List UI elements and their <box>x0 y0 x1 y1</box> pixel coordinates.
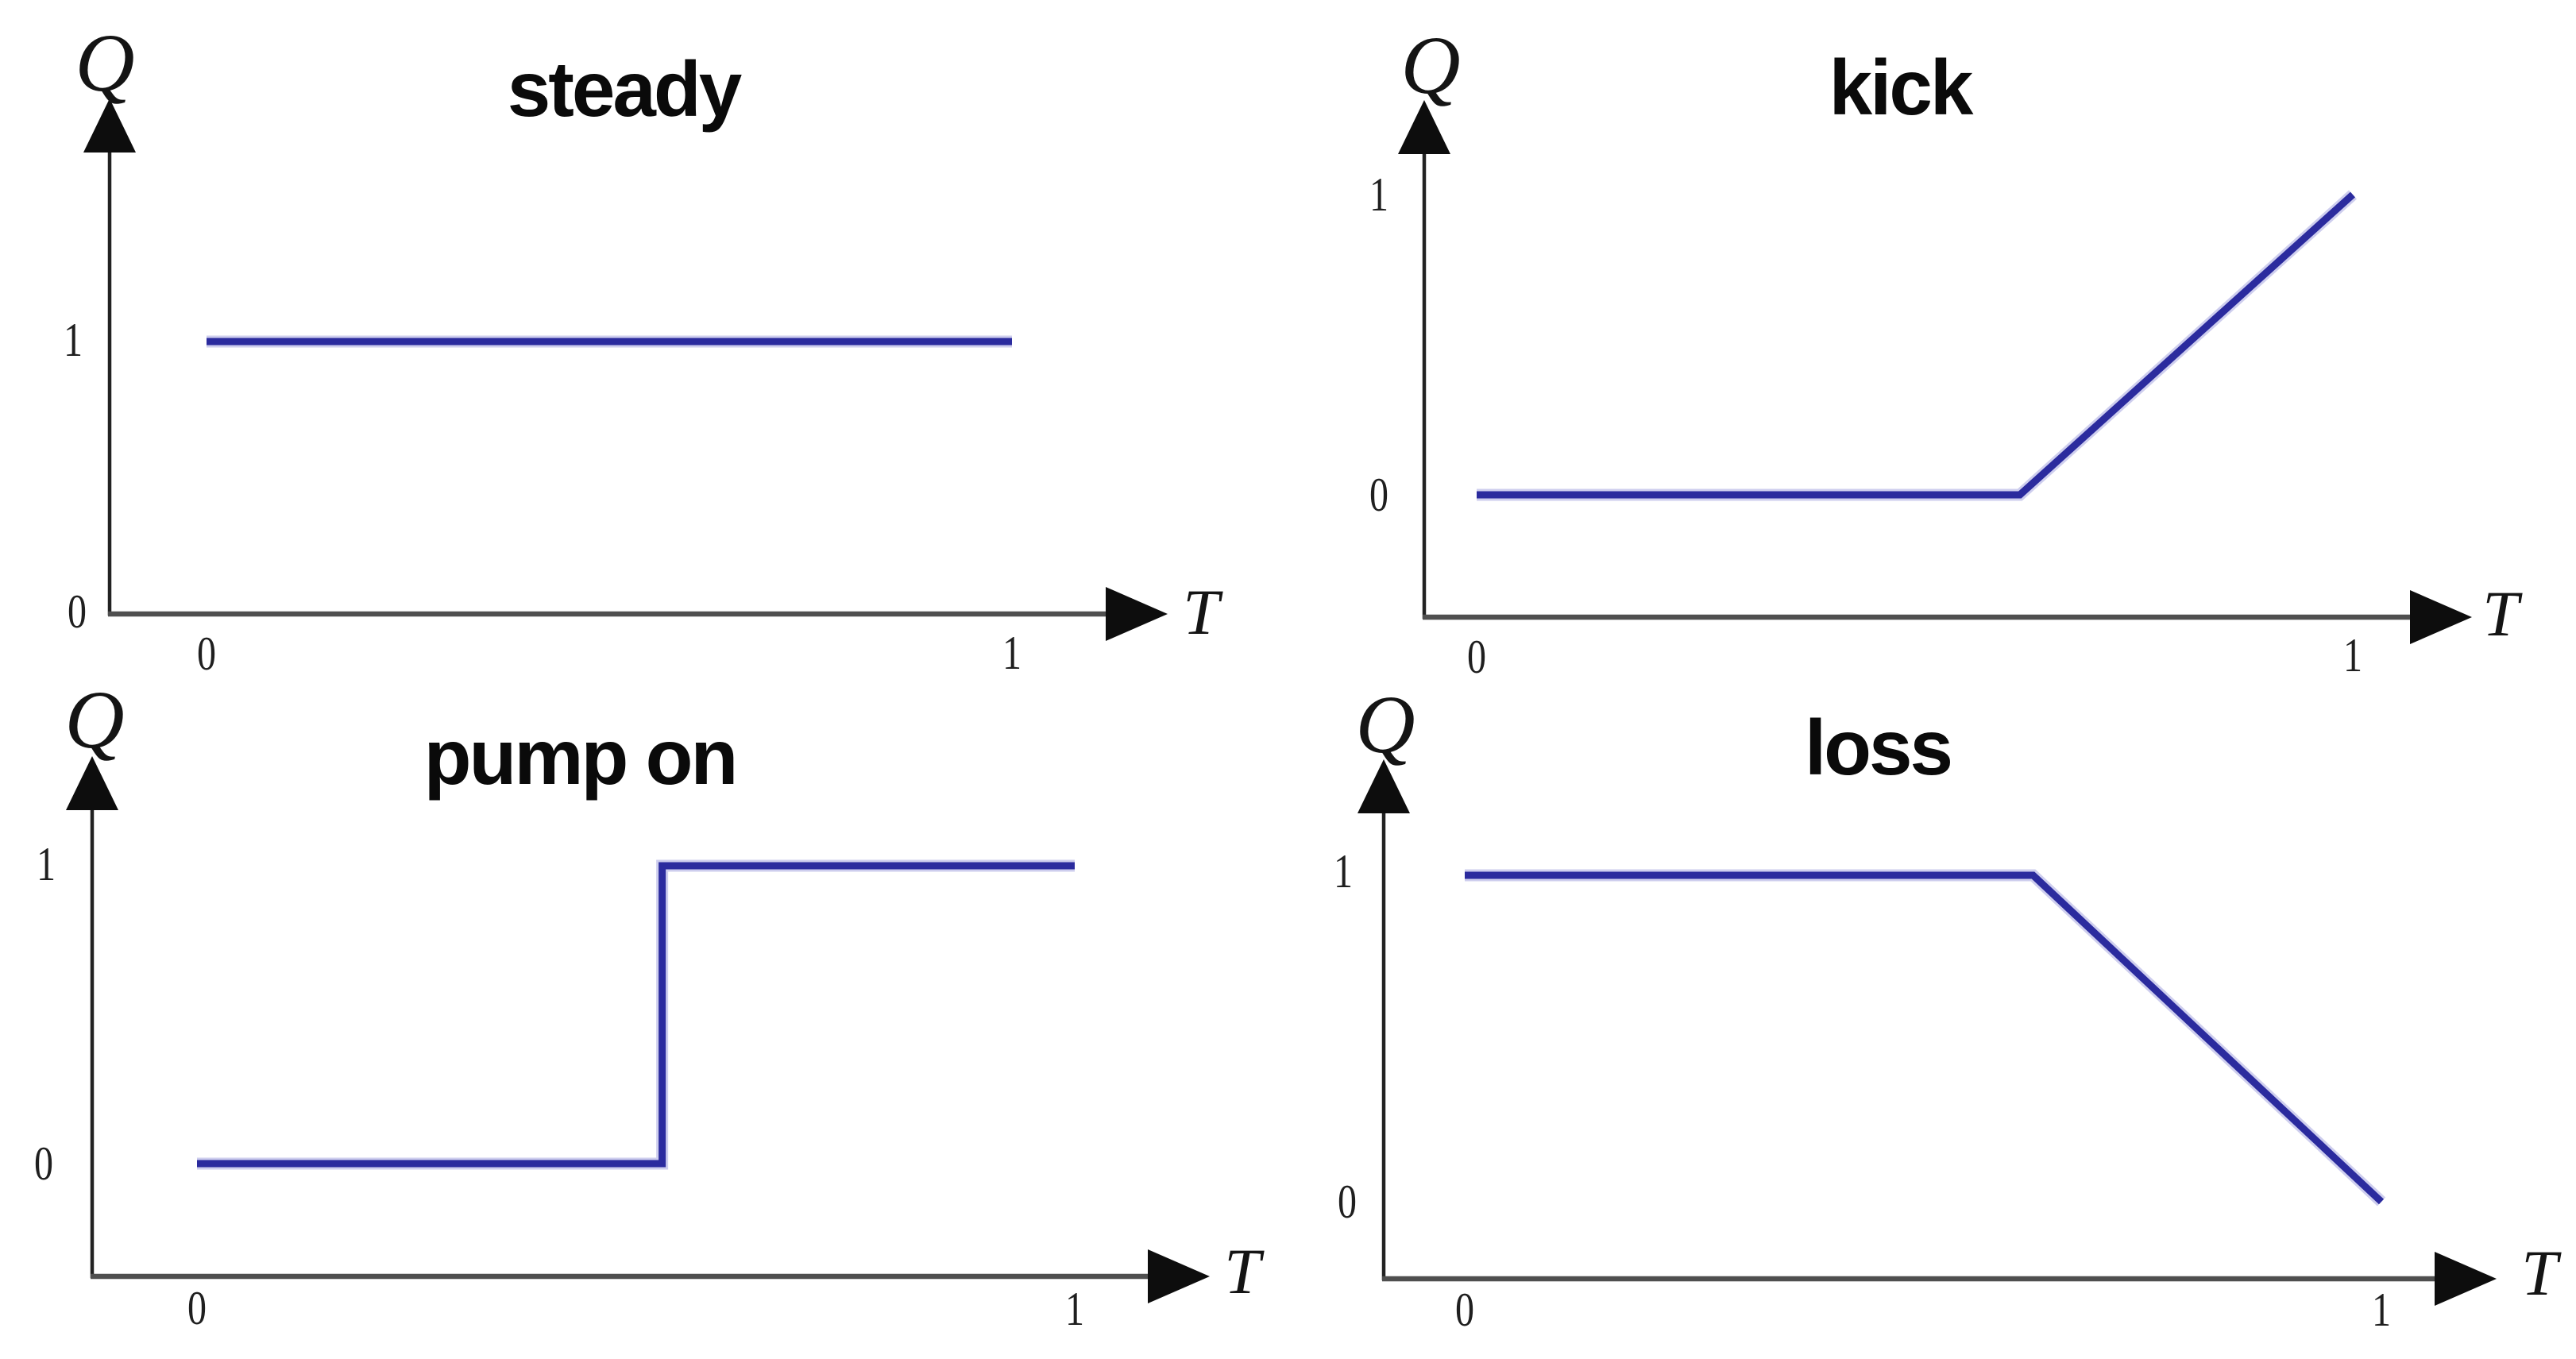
panel-3-x-axis-arrowhead-icon <box>1148 1249 1210 1303</box>
panel-2-title: kick <box>1829 44 1974 131</box>
panel-2-x-axis-label: T <box>2482 577 2519 650</box>
panel-1-y-tick-label-1: 1 <box>64 314 83 366</box>
panel-4-x-axis-arrowhead-icon <box>2435 1252 2497 1306</box>
panel-1-y-axis-label: Q <box>75 17 135 109</box>
panel-3-title: pump on <box>423 713 739 801</box>
panel-4-y-tick-label-1: 1 <box>1334 845 1353 898</box>
panel-3-y-axis-label: Q <box>64 674 125 766</box>
panel-4-y-axis-label: Q <box>1355 679 1415 770</box>
panel-3-y-axis-arrowhead-icon <box>66 756 118 810</box>
panel-1-x-tick-label-0: 0 <box>197 627 216 680</box>
panel-3-x-tick-label-0: 0 <box>187 1282 207 1334</box>
panel-1-x-axis-label: T <box>1183 576 1219 648</box>
panel-4-series-line-glow <box>1465 869 2386 1206</box>
panel-4-title: loss <box>1804 704 1953 791</box>
panel-1-y-tick-label-0: 0 <box>68 585 87 638</box>
panel-1-title: steady <box>507 45 743 133</box>
panel-2-x-axis-arrowhead-icon <box>2410 590 2472 644</box>
panel-3-x-tick-label-1: 1 <box>1065 1283 1084 1335</box>
panel-1-y-axis-arrowhead-icon <box>83 98 136 153</box>
panel-2-series-line-glow <box>1477 190 2358 501</box>
panel-3-series-line-glow <box>197 859 1075 1170</box>
panel-3-y-tick-label-1: 1 <box>37 838 56 890</box>
panel-2-y-axis-arrowhead-icon <box>1398 100 1450 154</box>
panel-3-y-tick-label-0: 0 <box>34 1137 53 1190</box>
panel-4-x-tick-label-1: 1 <box>2372 1284 2391 1336</box>
panel-4-series-line <box>1465 871 2385 1205</box>
panel-3-series-line <box>197 862 1075 1168</box>
panel-2-y-tick-label-0: 0 <box>1369 469 1388 521</box>
panel-3-x-axis-label: T <box>1224 1235 1261 1307</box>
panel-4-y-tick-label-0: 0 <box>1338 1176 1357 1228</box>
panel-4-x-axis-label: T <box>2521 1237 2558 1309</box>
panel-2-y-tick-label-1: 1 <box>1369 168 1388 221</box>
panel-4-x-tick-label-0: 0 <box>1455 1284 1474 1336</box>
panel-1-x-axis-arrowhead-icon <box>1106 587 1168 641</box>
panel-2-x-tick-label-0: 0 <box>1467 631 1486 683</box>
panel-2-x-tick-label-1: 1 <box>2343 629 2362 681</box>
panel-2-y-axis-label: Q <box>1400 20 1461 111</box>
panel-2-series-line <box>1477 191 2356 499</box>
panel-1-x-tick-label-1: 1 <box>1002 627 1022 679</box>
panel-4-y-axis-arrowhead-icon <box>1358 759 1410 813</box>
